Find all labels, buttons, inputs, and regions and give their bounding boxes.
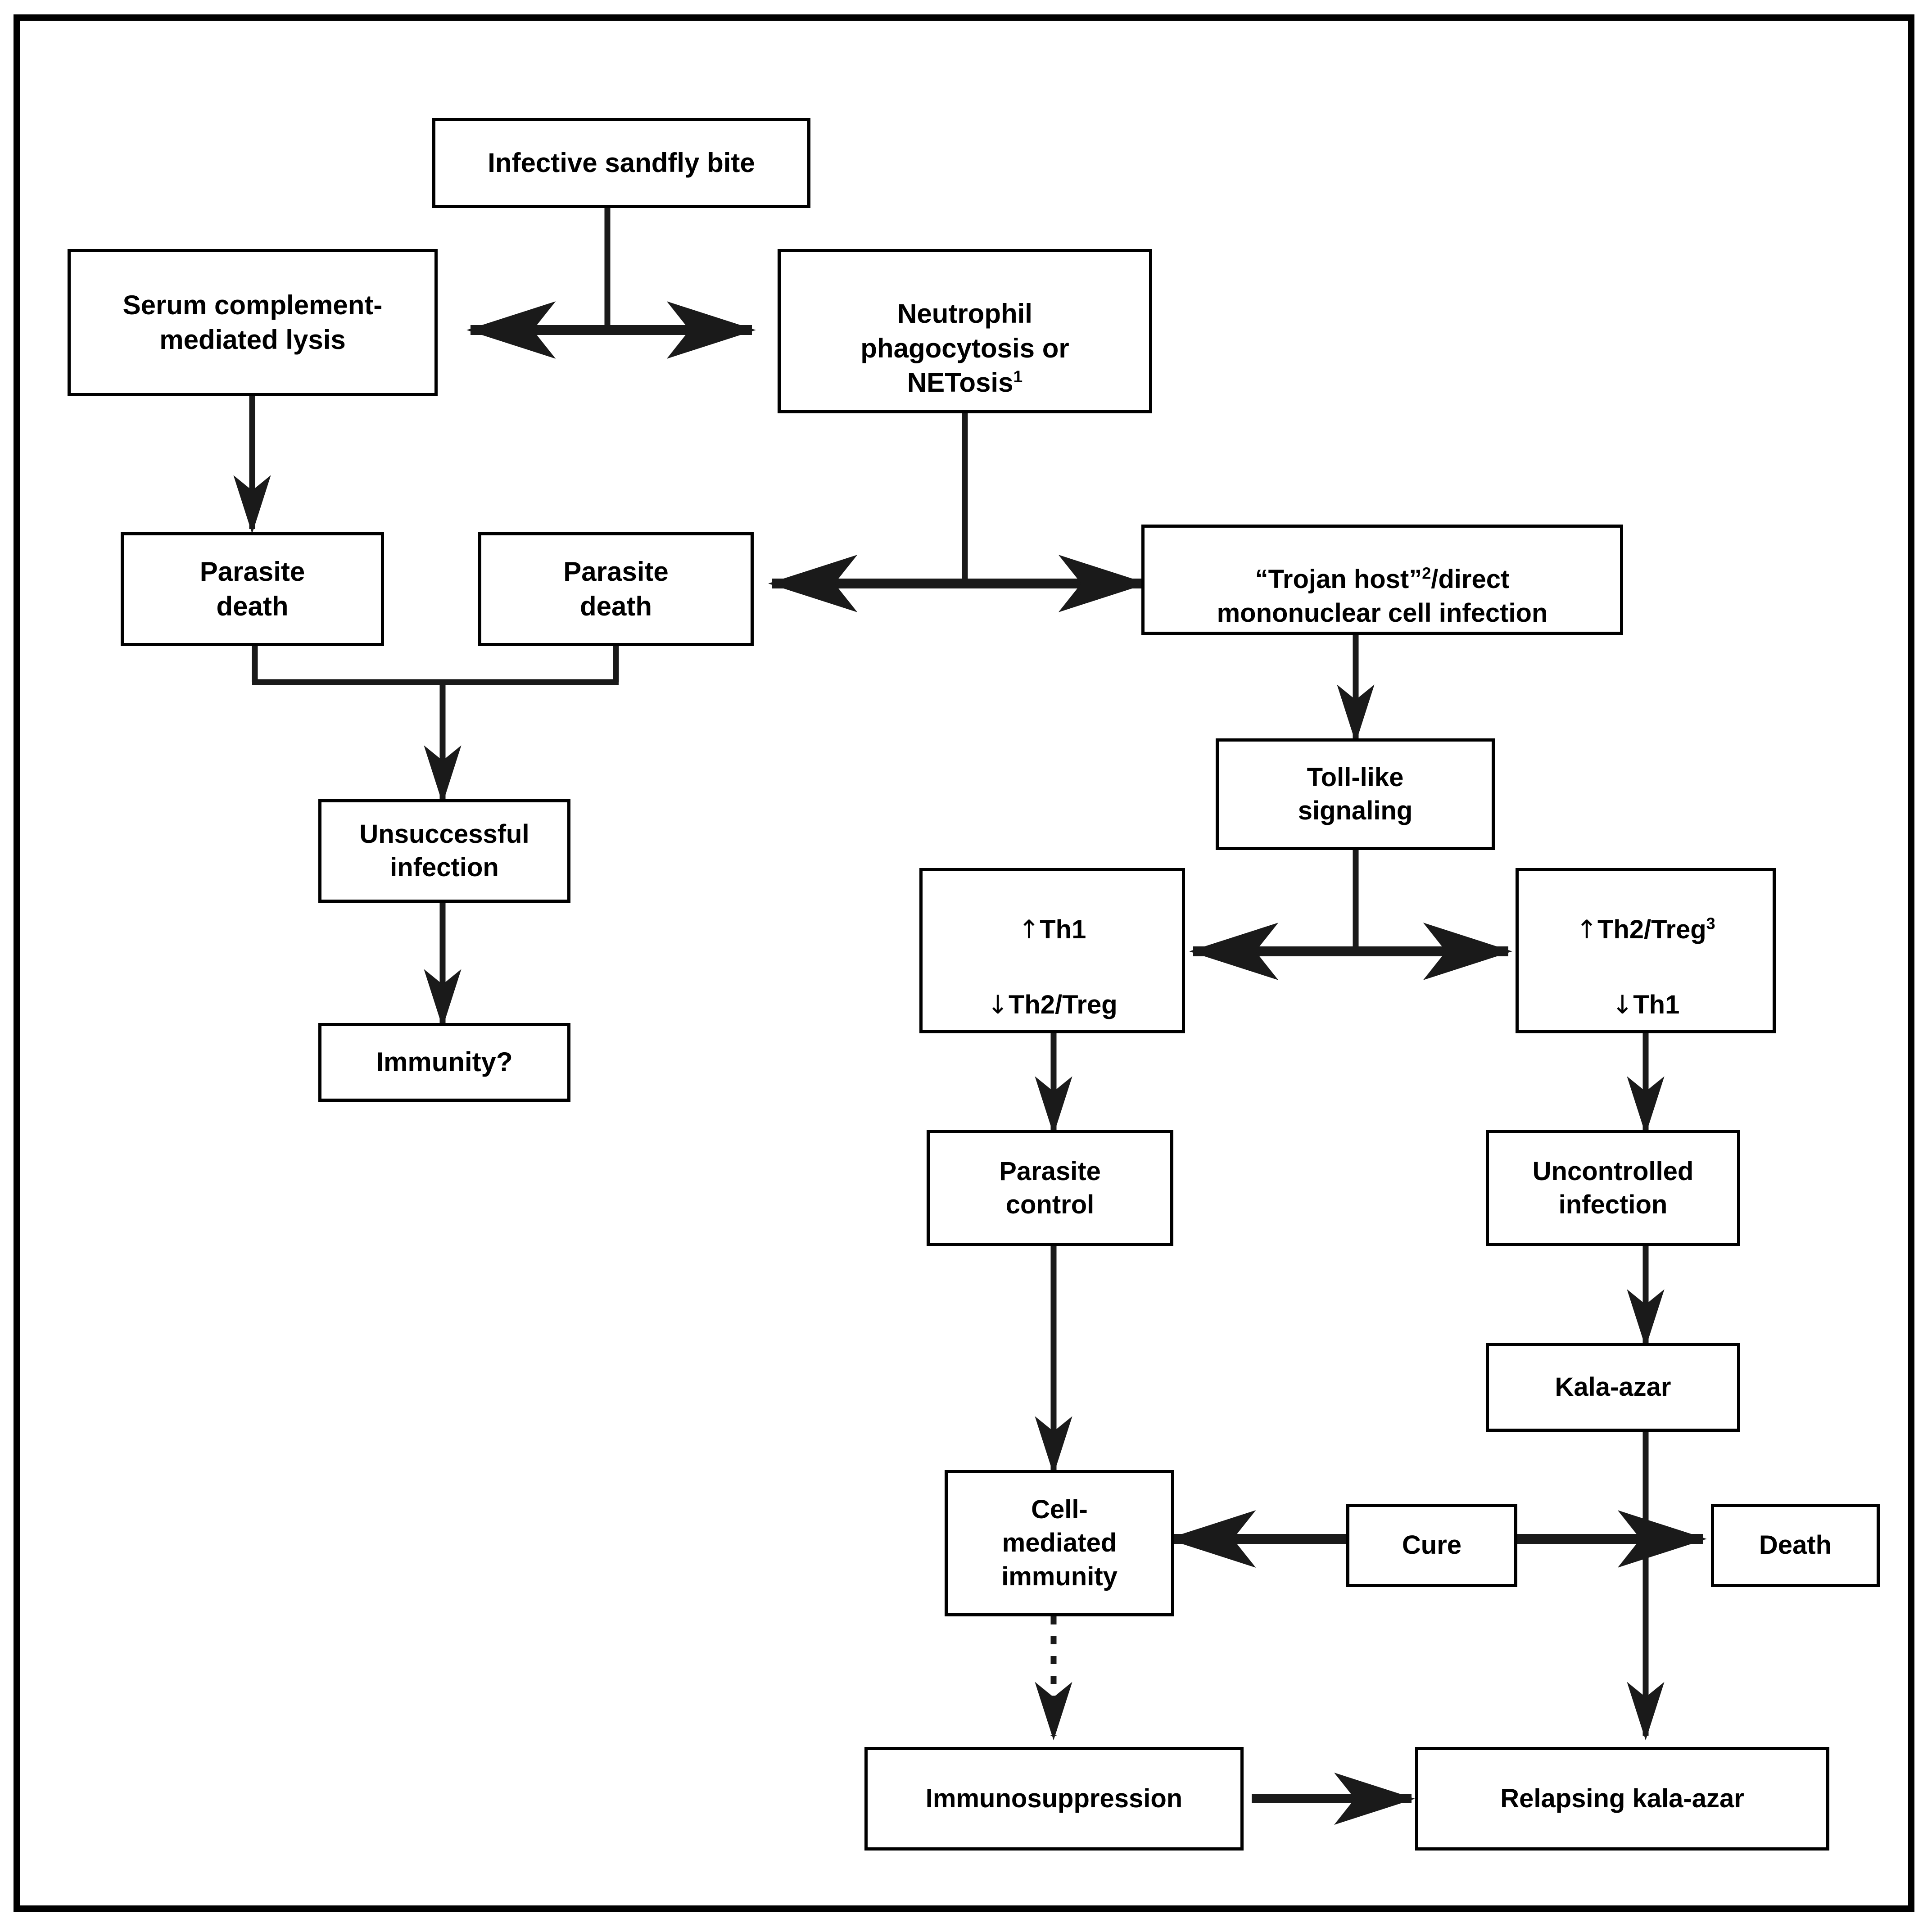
node-parasite-death-left[interactable]: Parasite death (121, 532, 384, 646)
node-label: Serum complement- mediated lysis (122, 290, 383, 355)
node-neutrophil-phagocytosis-netosis[interactable]: Neutrophil phagocytosis or NETosis1 (778, 249, 1152, 413)
up-arrow-icon: ↑ (1576, 914, 1597, 945)
node-label-line-1: ↑Th2/Treg3 (1576, 880, 1715, 946)
node-label-line-2: ↓Th2/Treg (987, 955, 1117, 1022)
node-label: Relapsing kala-azar (1500, 1783, 1744, 1813)
footnote-marker-1: 1 (1013, 367, 1023, 386)
node-label: Immunity? (376, 1047, 513, 1077)
node-label-line-1: ↑Th1 (1018, 880, 1086, 946)
down-arrow-icon: ↓ (987, 990, 1009, 1020)
node-label: Neutrophil phagocytosis or NETosis1 (854, 262, 1075, 400)
node-label: Toll-like signaling (1298, 762, 1413, 825)
node-label: “Trojan host”2/direct mononuclear cell i… (1211, 529, 1554, 630)
node-label-text: Th2/Treg (1008, 990, 1118, 1020)
node-label: Cure (1402, 1530, 1462, 1560)
node-label: Parasite control (999, 1156, 1101, 1219)
node-label-prefix: “Trojan host” (1255, 565, 1422, 594)
up-arrow-icon: ↑ (1018, 914, 1040, 945)
node-label-suffix: /direct mononuclear cell infection (1217, 565, 1548, 628)
node-label: Parasite death (199, 556, 305, 621)
node-label: Unsuccessful infection (359, 819, 529, 882)
node-immunosuppression[interactable]: Immunosuppression (864, 1747, 1244, 1851)
node-immunity-question[interactable]: Immunity? (318, 1023, 570, 1102)
node-label-text: Th2/Treg (1597, 914, 1706, 944)
node-uncontrolled-infection[interactable]: Uncontrolled infection (1486, 1130, 1740, 1246)
node-unsuccessful-infection[interactable]: Unsuccessful infection (318, 799, 570, 903)
node-label-text: Th1 (1633, 990, 1680, 1020)
node-parasite-control[interactable]: Parasite control (927, 1130, 1173, 1246)
node-death[interactable]: Death (1711, 1504, 1880, 1587)
node-toll-like-signaling[interactable]: Toll-like signaling (1216, 738, 1495, 850)
node-label: Uncontrolled infection (1532, 1156, 1694, 1219)
footnote-marker-2: 2 (1422, 564, 1431, 583)
node-label-text: Neutrophil phagocytosis or NETosis (860, 298, 1069, 398)
node-infective-sandfly-bite[interactable]: Infective sandfly bite (432, 118, 810, 208)
node-trojan-host-direct-infection[interactable]: “Trojan host”2/direct mononuclear cell i… (1141, 525, 1623, 635)
node-label-text: Th1 (1040, 914, 1086, 944)
node-serum-complement-mediated-lysis[interactable]: Serum complement- mediated lysis (68, 249, 438, 396)
node-label: Immunosuppression (925, 1783, 1183, 1813)
node-cure[interactable]: Cure (1346, 1504, 1517, 1587)
node-cell-mediated-immunity[interactable]: Cell- mediated immunity (945, 1470, 1174, 1616)
node-th2treg-up-th1-down[interactable]: ↑Th2/Treg3 ↓Th1 (1516, 868, 1776, 1033)
node-label: Kala-azar (1555, 1372, 1671, 1402)
node-label-line-2: ↓Th1 (1612, 955, 1680, 1022)
connector-group (233, 208, 1707, 1825)
node-label: Cell- mediated immunity (1001, 1495, 1118, 1591)
node-parasite-death-right[interactable]: Parasite death (478, 532, 754, 646)
node-relapsing-kala-azar[interactable]: Relapsing kala-azar (1415, 1747, 1829, 1851)
down-arrow-icon: ↓ (1611, 990, 1633, 1020)
node-label: Death (1759, 1530, 1832, 1560)
node-label: Infective sandfly bite (488, 147, 755, 178)
node-th1-up-th2treg-down[interactable]: ↑Th1 ↓Th2/Treg (919, 868, 1185, 1033)
footnote-marker-3: 3 (1706, 914, 1715, 933)
node-label: Parasite death (563, 556, 669, 621)
node-kala-azar[interactable]: Kala-azar (1486, 1343, 1740, 1432)
